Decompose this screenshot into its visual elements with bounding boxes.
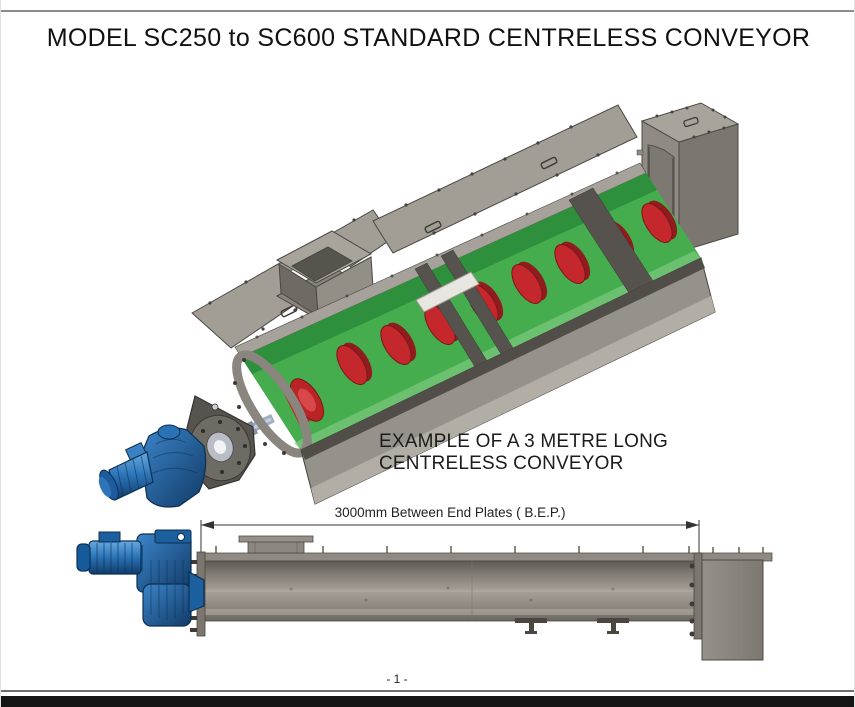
terminal-box (124, 442, 147, 461)
discharge-box-top (640, 102, 740, 143)
discharge-handle (683, 116, 699, 128)
top-rule (1, 10, 854, 12)
trough-highlight (204, 609, 698, 615)
side-view: 3000mm Between End Plates ( B.E.P.) (76, 505, 773, 661)
bottom-rule (1, 690, 854, 692)
isometric-view (98, 102, 740, 508)
page-number: - 1 - (386, 672, 408, 686)
iso-caption: EXAMPLE OF A 3 METRE LONG CENTRELESS CON… (379, 431, 668, 475)
iso-caption-line1: EXAMPLE OF A 3 METRE LONG (379, 431, 669, 452)
trough (232, 162, 716, 505)
page-title: MODEL SC250 to SC600 STANDARD CENTRELESS… (46, 24, 811, 52)
right-end-plate (689, 552, 703, 640)
inlet-flange-box (275, 230, 374, 319)
discharge-box-side (678, 123, 739, 253)
transition-shroud (415, 271, 480, 313)
flight-disc (641, 200, 678, 243)
discharge-chute (701, 559, 764, 661)
top-flange (200, 552, 773, 562)
screw-channel-shade (241, 173, 657, 374)
gearmotor-side (76, 529, 205, 627)
flight-disc (380, 322, 417, 365)
flight-disc (336, 342, 373, 385)
motor-cap-side (76, 543, 91, 572)
flight-disc (511, 261, 548, 304)
bottom-bar (1, 696, 854, 707)
screw-channel-glint (294, 251, 701, 450)
terminal-box-side (98, 531, 121, 543)
flange-screws (215, 546, 764, 553)
discharge-top-bolts (655, 106, 727, 139)
far-rim-bolts (255, 171, 619, 339)
mounting-clip (597, 618, 629, 634)
dimension-line (200, 520, 700, 554)
plate-hole (211, 403, 219, 411)
inlet-stub (238, 535, 314, 554)
iso-caption-line2: CENTRELESS CONVEYOR (379, 453, 624, 474)
torque-arm-flange (154, 529, 192, 544)
cover-handles (280, 156, 558, 318)
flight-disc (554, 241, 591, 284)
gearmotor-iso (98, 424, 207, 508)
trough-near-skirt (311, 296, 715, 504)
dimension-label: 3000mm Between End Plates ( B.E.P.) (335, 505, 566, 520)
trough-near-rail (301, 258, 705, 460)
inlet-opening (291, 246, 354, 282)
trough-face-bolts (289, 586, 615, 602)
mounting-clip (515, 618, 547, 634)
output-cone (188, 571, 205, 613)
right-cover-plate (372, 104, 638, 254)
